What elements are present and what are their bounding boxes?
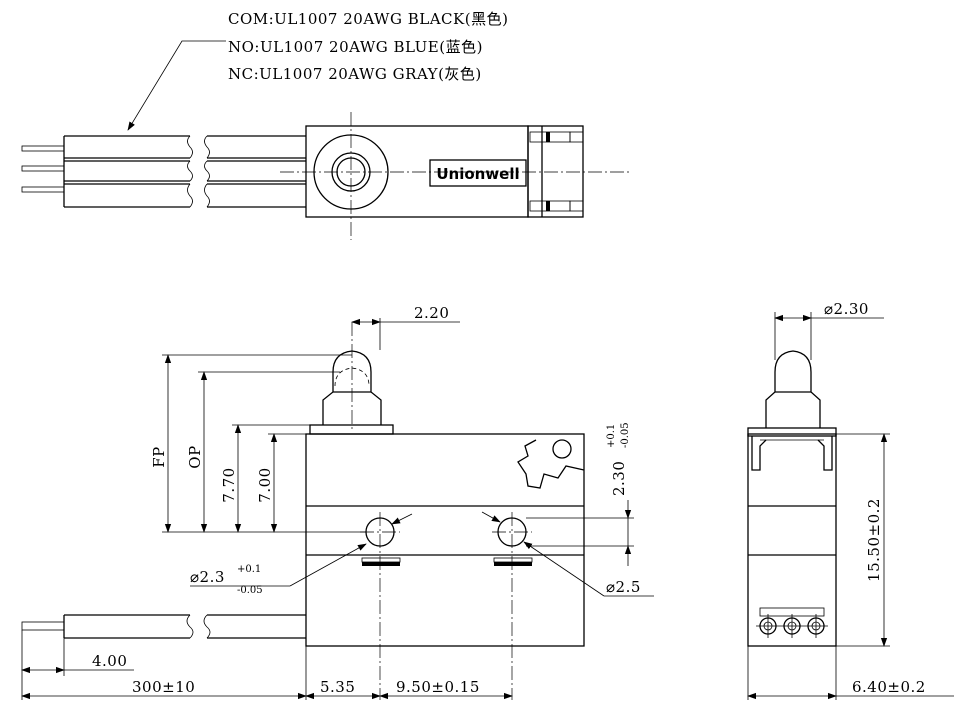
front-view: 2.20 FP OP 7.70 7.00	[21, 304, 654, 700]
dim-hole-offset-text: 2.30	[610, 461, 628, 496]
brand-label: Unionwell	[429, 159, 527, 187]
dim-hole-large-text: ⌀2.5	[606, 578, 641, 596]
dim-hole-small-tol-plus: +0.1	[237, 564, 261, 575]
brand-text: Unionwell	[436, 165, 519, 183]
wire-note-no: NO:UL1007 20AWG BLUE(蓝色)	[228, 38, 483, 56]
dim-op: OP	[186, 371, 208, 533]
dim-plunger-dia-text: ⌀2.30	[824, 300, 869, 318]
dim-hole-pitch: 9.50±0.15	[379, 678, 513, 700]
dim-height-text: 15.50±0.2	[865, 498, 883, 582]
dim-wire-length-text: 300±10	[132, 678, 195, 696]
dim-strip: 4.00	[21, 652, 134, 674]
dim-hole-small: ⌀2.3 +0.1 -0.05	[190, 513, 413, 596]
dim-770: 7.70	[220, 424, 242, 533]
dim-strip-text: 4.00	[92, 652, 127, 670]
dim-op-text: OP	[186, 445, 204, 468]
switch-body-front	[305, 350, 585, 700]
dim-535-text: 5.35	[320, 678, 355, 696]
dim-hole-offset: 2.30 +0.1 -0.05	[526, 422, 634, 566]
dim-height: 15.50±0.2	[836, 433, 890, 647]
dim-plunger-dia: ⌀2.30	[774, 300, 884, 360]
dim-hole-pitch-text: 9.50±0.15	[396, 678, 480, 696]
dim-770-text: 7.70	[220, 467, 238, 502]
dim-fp: FP	[150, 354, 172, 533]
dim-hole-offset-tol-minus: -0.05	[620, 422, 631, 448]
dim-wire-length: 300±10	[21, 678, 307, 700]
dim-width: 6.40±0.2	[747, 646, 954, 700]
dim-hole-small-tol-minus: -0.05	[237, 585, 263, 596]
dim-535: 5.35	[305, 678, 381, 700]
dim-700-text: 7.00	[256, 467, 274, 502]
wire-note-com: COM:UL1007 20AWG BLACK(黑色)	[228, 10, 508, 28]
dim-width-text: 6.40±0.2	[852, 678, 926, 696]
dim-700: 7.00	[256, 433, 278, 533]
dim-hole-small-text: ⌀2.3	[190, 568, 225, 586]
dim-actuator-offset: 2.20	[351, 304, 460, 326]
wire-note-nc: NC:UL1007 20AWG GRAY(灰色)	[228, 65, 482, 83]
dim-hole-offset-tol-plus: +0.1	[606, 424, 617, 448]
side-view: ⌀2.30 15.50±0.2 6.40±0.2	[747, 300, 954, 700]
dim-fp-text: FP	[150, 446, 168, 468]
wire-bundle-top	[21, 135, 306, 208]
wire-front	[21, 614, 306, 639]
switch-body-side	[747, 350, 837, 647]
dim-hole-large: ⌀2.5	[481, 511, 654, 597]
wire-leader	[127, 40, 226, 131]
dim-actuator-offset-text: 2.20	[414, 304, 449, 322]
top-view: COM:UL1007 20AWG BLACK(黑色) NO:UL1007 20A…	[21, 10, 630, 240]
